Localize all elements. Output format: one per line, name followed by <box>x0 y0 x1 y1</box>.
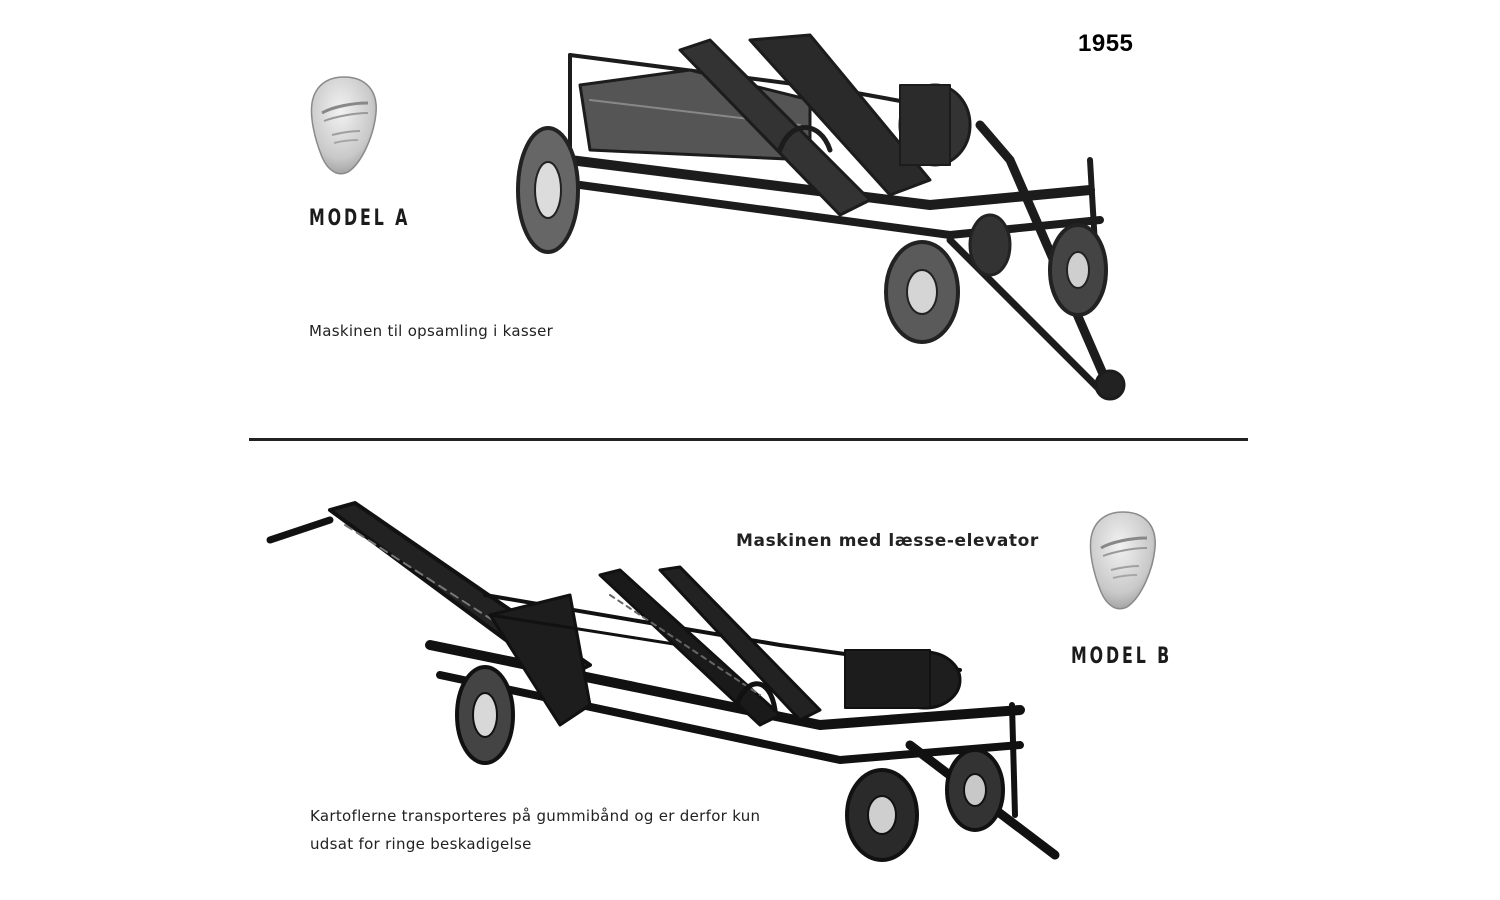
model-a-caption: Maskinen til opsamling i kasser <box>309 322 554 340</box>
model-b-heading: Maskinen med læsse-elevator <box>736 531 1039 551</box>
model-b-caption-line-1: Kartoflerne transporteres på gummibånd o… <box>310 807 761 825</box>
model-a-wheels <box>516 126 1108 344</box>
year-label: 1955 <box>1078 30 1134 57</box>
potato-logo-emblem-icon <box>1087 508 1159 616</box>
model-b-caption: Kartoflerne transporteres på gummibånd o… <box>310 802 790 858</box>
model-a-machine-illustration <box>510 30 1150 414</box>
model-b-wheels <box>455 665 1005 862</box>
model-b-label: MODEL B <box>1071 644 1173 669</box>
model-b-caption-line-2: udsat for ringe beskadigelse <box>310 835 532 853</box>
model-a-label: MODEL A <box>309 206 411 231</box>
section-divider <box>249 438 1248 441</box>
model-b-machine-illustration <box>260 495 1060 879</box>
potato-logo-emblem-icon <box>308 73 380 181</box>
